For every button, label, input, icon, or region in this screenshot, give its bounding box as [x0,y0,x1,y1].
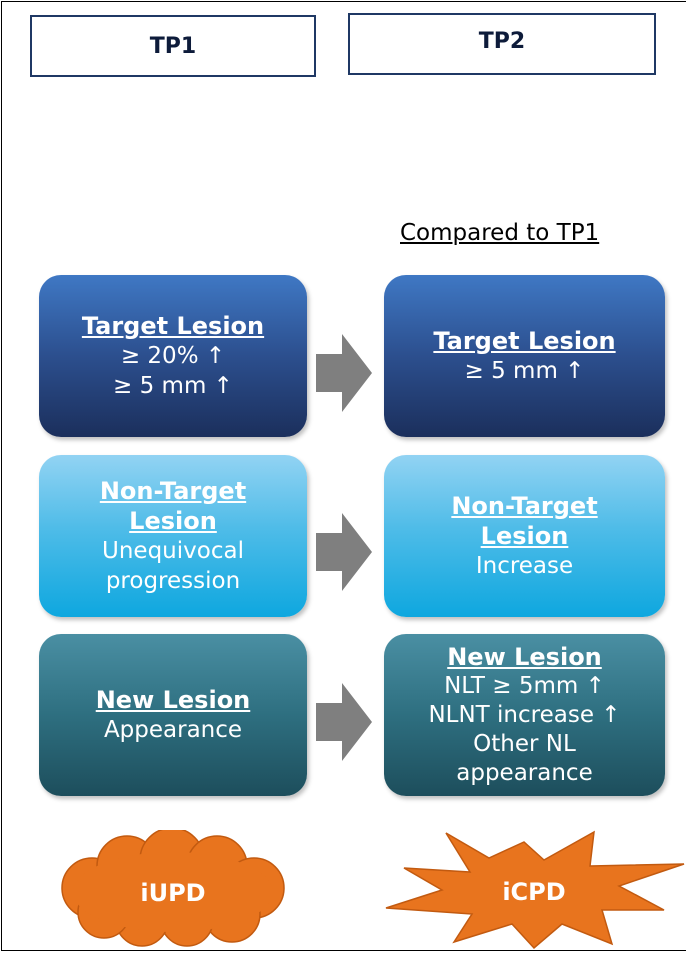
box-line: NLT ≥ 5mm ↑ [444,672,605,699]
compared-to-tp1-label: Compared to TP1 [400,220,600,246]
box-line: appearance [456,759,593,786]
box-heading: Target Lesion [433,327,616,355]
iupd-cloud-shape: iUPD [61,830,285,947]
tp2-new-lesion-box: New Lesion NLT ≥ 5mm ↑ NLNT increase ↑ O… [384,634,665,796]
tp2-header: TP2 [348,13,656,75]
box-heading: New Lesion [95,686,251,714]
box-line: ≥ 20% ↑ [120,343,226,369]
icpd-burst-shape: iCPD [385,830,685,950]
box-line: Unequivocal [102,538,244,564]
box-line: progression [105,568,241,594]
box-heading: New Lesion [447,642,602,671]
box-line: NLNT increase ↑ [428,701,621,728]
tp1-label: TP1 [149,33,197,59]
tp2-label: TP2 [478,29,526,54]
right-arrow-icon [316,683,372,761]
iupd-label: iUPD [140,879,205,907]
tp2-target-lesion-box: Target Lesion ≥ 5 mm ↑ [384,275,665,437]
tp2-non-target-lesion-box: Non-Target Lesion Increase [384,455,665,617]
box-line: Increase [475,553,574,579]
box-line: ≥ 5 mm ↑ [464,358,585,384]
right-arrow-icon [316,513,372,591]
box-line: Appearance [103,717,243,743]
tp1-non-target-lesion-box: Non-Target Lesion Unequivocal progressio… [39,455,307,617]
box-heading: Non-Target Lesion [99,477,247,535]
box-heading: Non-Target Lesion [451,492,598,550]
tp1-target-lesion-box: Target Lesion ≥ 20% ↑ ≥ 5 mm ↑ [39,275,307,437]
tp1-new-lesion-box: New Lesion Appearance [39,634,307,796]
box-heading: Target Lesion [81,312,265,340]
icpd-label: iCPD [502,878,565,906]
box-line: Other NL [473,730,576,757]
box-line: ≥ 5 mm ↑ [113,373,233,399]
right-arrow-icon [316,334,372,412]
tp1-header: TP1 [30,15,316,77]
